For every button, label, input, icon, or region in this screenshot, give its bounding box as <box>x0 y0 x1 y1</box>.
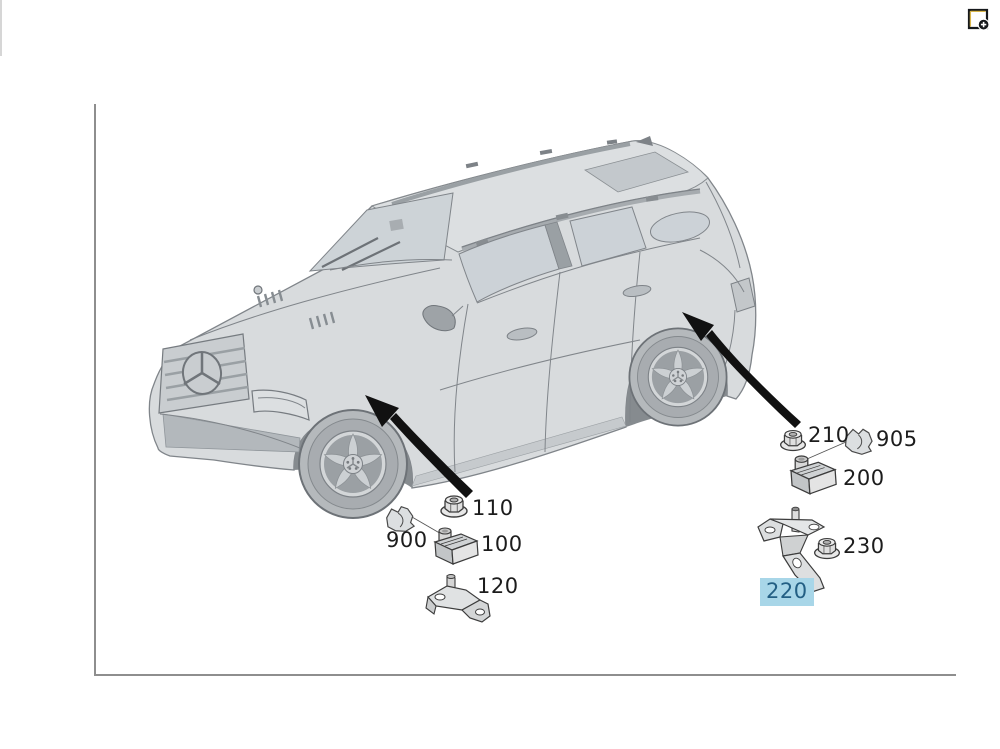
sensor-100-drawing[interactable] <box>434 527 479 565</box>
vehicle-illustration <box>148 136 757 519</box>
bracket-220-drawing[interactable] <box>757 506 826 593</box>
diagram-frame-left <box>94 104 96 676</box>
sensor-200-drawing[interactable] <box>790 455 837 495</box>
nut-230-drawing[interactable] <box>813 537 841 560</box>
leader-line-900 <box>411 516 444 536</box>
left-edge-mark <box>0 0 2 56</box>
callout-label-220-highlighted[interactable]: 220 <box>760 578 814 606</box>
callout-label-200[interactable]: 200 <box>843 466 885 490</box>
location-arrow-rear <box>682 312 801 428</box>
front-wheel <box>298 409 408 519</box>
callout-label-230[interactable]: 230 <box>843 534 885 558</box>
leader-line-905 <box>806 441 847 460</box>
bracket-120-drawing[interactable] <box>425 574 491 623</box>
diagram-frame-bottom <box>94 674 956 676</box>
windshield <box>308 192 454 272</box>
callout-label-210[interactable]: 210 <box>808 423 850 447</box>
frame-plus-icon <box>967 8 990 31</box>
callout-label-100[interactable]: 100 <box>481 532 523 556</box>
grille <box>158 333 250 414</box>
callout-label-905[interactable]: 905 <box>876 427 918 451</box>
nut-210-drawing[interactable] <box>779 429 807 452</box>
callout-label-110[interactable]: 110 <box>472 496 514 520</box>
callout-label-900[interactable]: 900 <box>386 528 428 552</box>
nut-110-drawing[interactable] <box>440 495 468 518</box>
frame-plus-button[interactable] <box>964 5 992 33</box>
callout-label-120[interactable]: 120 <box>477 574 519 598</box>
location-arrow-front <box>365 395 473 498</box>
